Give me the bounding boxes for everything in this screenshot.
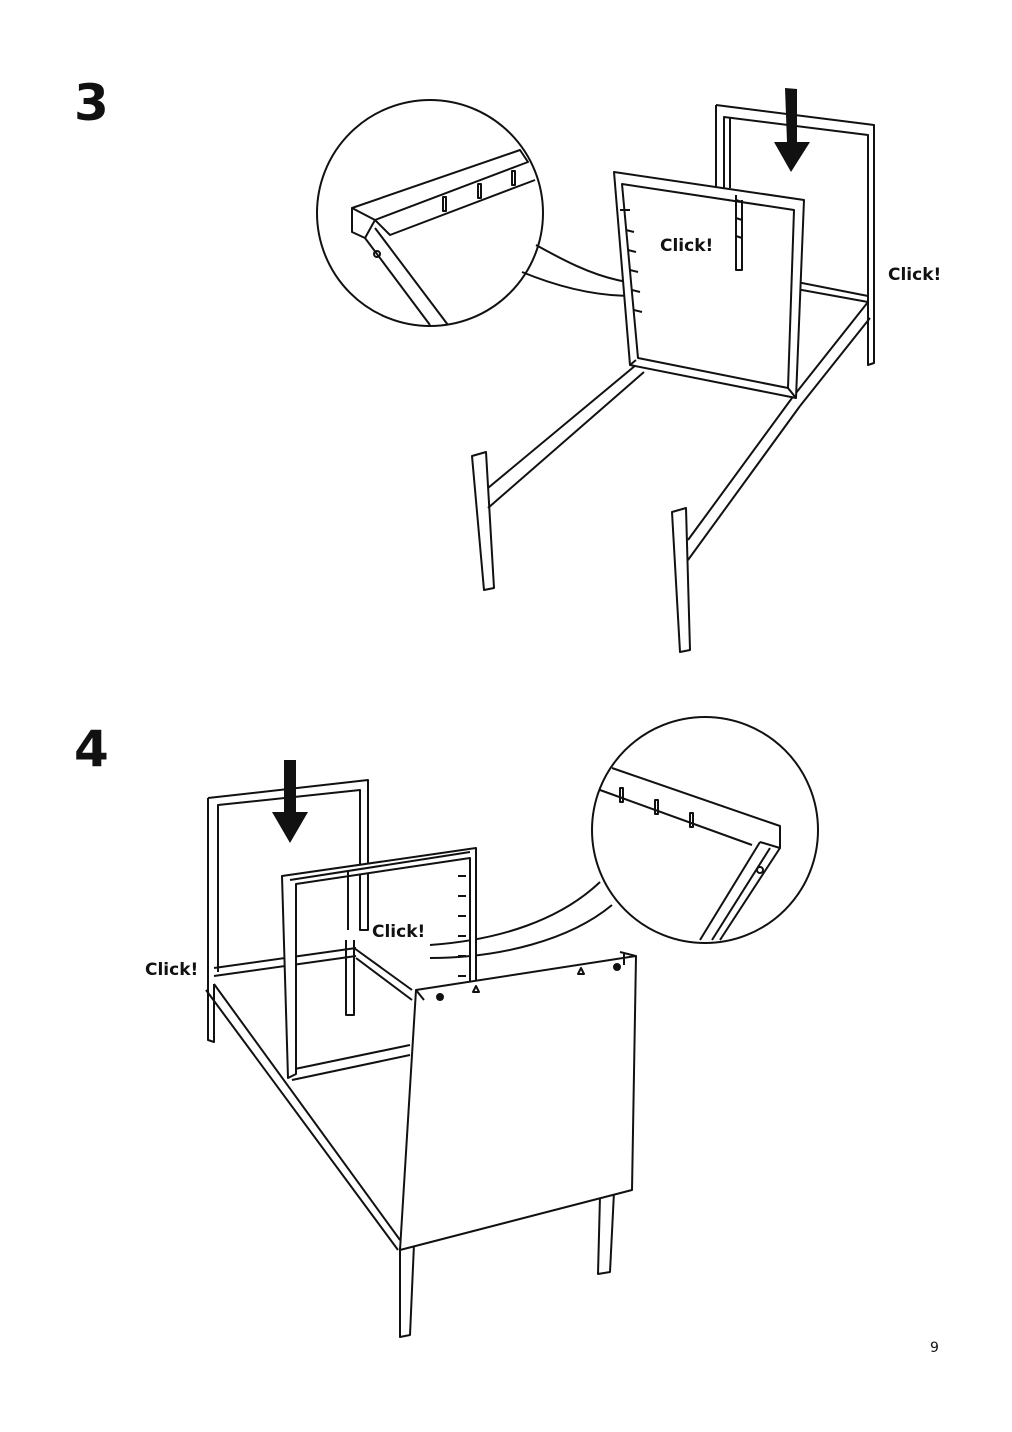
step-4-number: 4 — [74, 720, 109, 778]
step-4-side-rails — [205, 947, 413, 1251]
step-4-arrow-down — [272, 760, 308, 843]
step-3-arrow-down — [774, 88, 810, 172]
step-3-front-frame — [613, 171, 805, 399]
page-number: 9 — [930, 1340, 939, 1356]
step-3-click-label-left: Click! — [660, 236, 714, 256]
step-4-click-label-center: Click! — [372, 922, 426, 942]
step-4-headboard-panel — [399, 951, 637, 1251]
step-3-number: 3 — [74, 74, 109, 132]
step-3-illustration — [316, 88, 875, 653]
step-3-side-rails — [487, 301, 871, 561]
step-3-legs — [471, 451, 691, 653]
step-4-detail-callout — [429, 716, 819, 959]
step-4-click-label-left: Click! — [145, 960, 199, 980]
step-4-middle-frame — [281, 847, 477, 1079]
step-3-detail-callout — [316, 99, 727, 327]
step-3-click-label-right: Click! — [888, 265, 942, 285]
